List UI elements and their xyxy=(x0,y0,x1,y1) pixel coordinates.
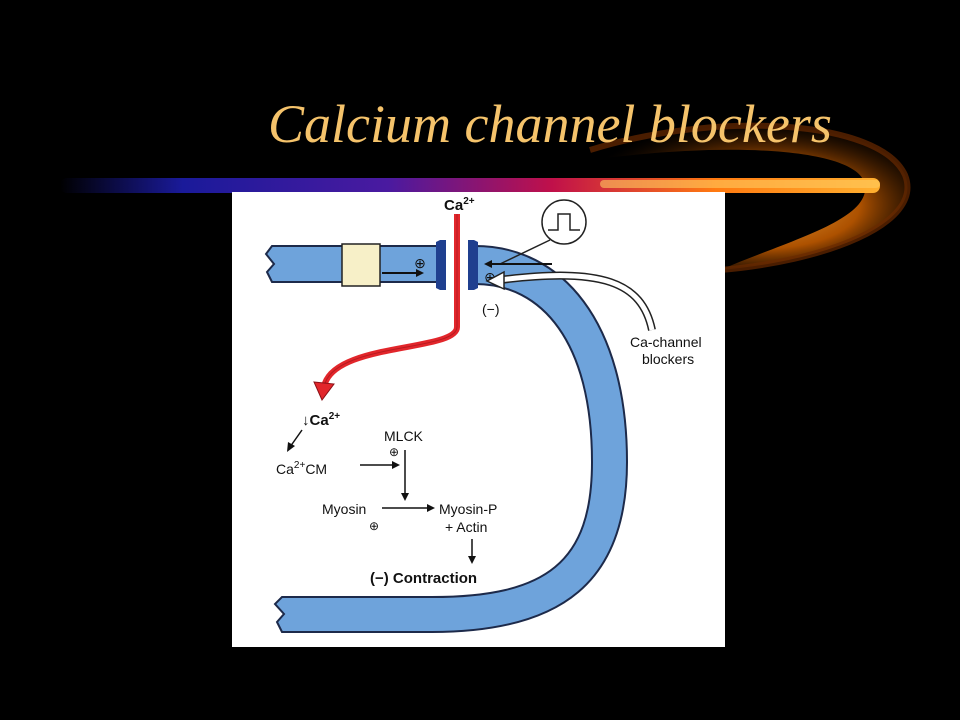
plus-sign-right: ⊕ xyxy=(484,269,496,285)
ca-cm-label: Ca2+CM xyxy=(276,460,327,477)
plus-sign-left: ⊕ xyxy=(414,255,426,271)
minus-label: (−) xyxy=(482,301,500,317)
ca-low-label: ↓Ca2+ xyxy=(302,411,340,429)
actin-label: + Actin xyxy=(445,519,487,535)
myosin-label: Myosin xyxy=(322,501,366,517)
calcium-channel-right xyxy=(468,240,478,290)
voltage-pulse-icon xyxy=(541,199,587,245)
blocker-label-line1: Ca-channel xyxy=(630,334,702,350)
calcium-influx-arrow xyxy=(321,214,460,388)
slide-title: Calcium channel blockers xyxy=(268,94,832,154)
mlck-label: MLCK xyxy=(384,428,424,444)
ca-in-label: Ca2+ xyxy=(444,196,475,214)
membrane-band-curved xyxy=(273,244,629,633)
voltage-sensor-box xyxy=(341,243,381,287)
plus-sign-mlck: ⊕ xyxy=(389,445,399,459)
contraction-label: (−) Contraction xyxy=(370,570,477,587)
myosin-p-label: Myosin-P xyxy=(439,501,497,517)
blocker-label-line2: blockers xyxy=(642,351,694,367)
calcium-channel-diagram: ⊕ Ca2+ ⊕ (−) Ca-channel blockers ↓Ca2+ xyxy=(232,192,725,647)
calcium-channel-left xyxy=(436,240,446,290)
plus-sign-myosin: ⊕ xyxy=(369,519,379,533)
